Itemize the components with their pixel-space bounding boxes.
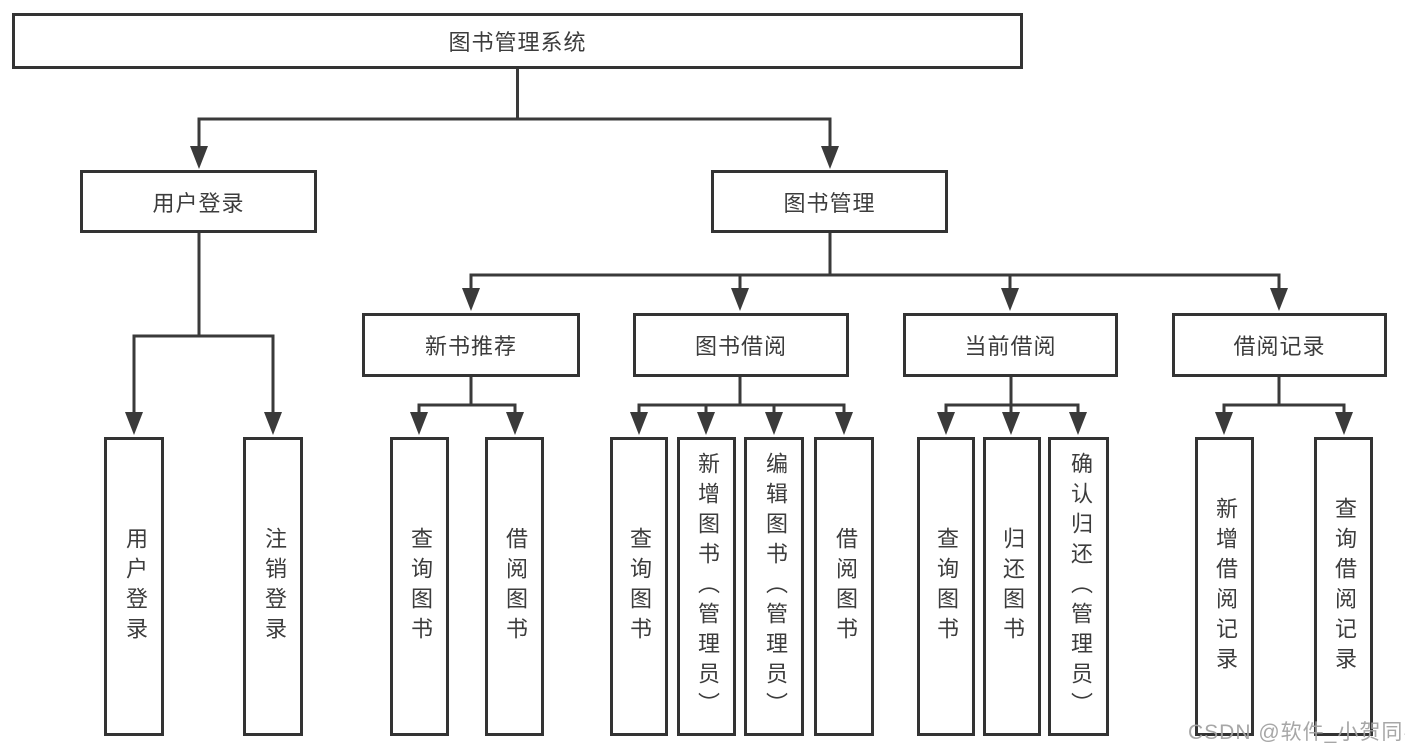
leaf-query-books-current: 查询图书 (917, 437, 975, 736)
connector-line (197, 117, 832, 151)
arrowhead-icon (1069, 412, 1087, 435)
connector-user-login-branch (125, 231, 282, 435)
connector-book-management (462, 231, 1288, 311)
arrowhead-icon (937, 412, 955, 435)
connector-line (417, 403, 517, 417)
leaf-edit-book-admin: 编辑图书（管理员） (744, 437, 804, 736)
node-book-management: 图书管理 (711, 170, 948, 233)
watermark: CSDN @软件_小贺同学 (1188, 721, 1405, 744)
connector-root (190, 67, 839, 169)
arrowhead-icon (462, 288, 480, 311)
arrowhead-icon (697, 412, 715, 435)
leaf-query-books-borrow: 查询图书 (610, 437, 668, 736)
node-book-borrow: 图书借阅 (633, 313, 849, 377)
arrowhead-icon (731, 288, 749, 311)
node-user-login-branch: 用户登录 (80, 170, 317, 233)
leaf-confirm-return-admin: 确认归还（管理员） (1048, 437, 1109, 736)
arrowhead-icon (1002, 412, 1020, 435)
node-current-borrow: 当前借阅 (903, 313, 1118, 377)
connector-line (637, 403, 846, 417)
leaf-user-login: 用户登录 (104, 437, 164, 736)
arrowhead-icon (835, 412, 853, 435)
leaf-query-borrow-record: 查询借阅记录 (1314, 437, 1373, 736)
arrowhead-icon (1270, 288, 1288, 311)
arrowhead-icon (630, 412, 648, 435)
leaf-borrow-books-recommend: 借阅图书 (485, 437, 544, 736)
connector-line (1222, 403, 1346, 417)
arrowhead-icon (1335, 412, 1353, 435)
leaf-add-book-admin: 新增图书（管理员） (677, 437, 736, 736)
arrowhead-icon (765, 412, 783, 435)
arrowhead-icon (125, 412, 143, 435)
leaf-logout: 注销登录 (243, 437, 303, 736)
arrowhead-icon (821, 146, 839, 169)
leaf-add-borrow-record: 新增借阅记录 (1195, 437, 1254, 736)
leaf-return-book: 归还图书 (983, 437, 1041, 736)
node-root: 图书管理系统 (12, 13, 1023, 69)
connector-current-borrow (937, 375, 1087, 435)
connector-line (132, 334, 275, 417)
arrowhead-icon (506, 412, 524, 435)
arrowhead-icon (1215, 412, 1233, 435)
connector-borrow-records (1215, 375, 1353, 435)
node-borrow-records: 借阅记录 (1172, 313, 1387, 377)
arrowhead-icon (264, 412, 282, 435)
leaf-query-books-recommend: 查询图书 (390, 437, 449, 736)
arrowhead-icon (1001, 288, 1019, 311)
arrowhead-icon (410, 412, 428, 435)
node-new-book-recommend: 新书推荐 (362, 313, 580, 377)
connector-new-book-recommend (410, 375, 524, 435)
connector-book-borrow (630, 375, 853, 435)
connector-line (944, 403, 1080, 417)
connector-line (469, 273, 1281, 294)
leaf-borrow-books: 借阅图书 (814, 437, 874, 736)
arrowhead-icon (190, 146, 208, 169)
